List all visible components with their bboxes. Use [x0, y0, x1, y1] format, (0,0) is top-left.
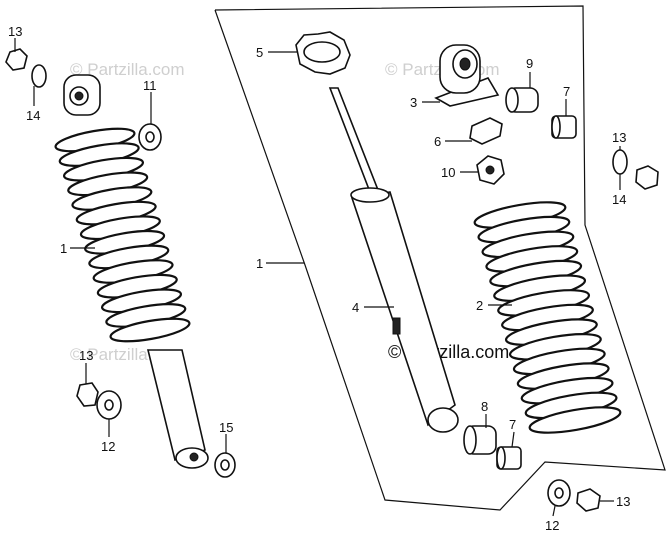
spring-stopper-5: [295, 31, 351, 75]
damper-body-4: [350, 191, 456, 427]
bushing-9: [505, 87, 539, 113]
washer-15-hole: [220, 459, 230, 471]
washer-14-top-left: [31, 64, 47, 88]
label-10: 10: [441, 165, 455, 180]
label-7-top: 7: [563, 84, 570, 99]
nut-13-top-left: [5, 48, 28, 71]
washer-14-right: [612, 149, 628, 175]
assembled-shock: [54, 74, 209, 469]
upper-joint-3: [434, 44, 500, 107]
damper-bottom-eye: [427, 407, 459, 433]
label-13-top-left: 13: [8, 24, 22, 39]
washer-12-bottom-hole: [554, 487, 564, 499]
washer-11-hole: [145, 131, 155, 143]
label-13-mid-left: 13: [79, 348, 93, 363]
nut-13-mid-left: [76, 382, 99, 407]
damper-top-cap: [350, 187, 390, 203]
spring-coil: [109, 317, 191, 343]
label-4: 4: [352, 300, 359, 315]
label-14-top-left: 14: [26, 108, 40, 123]
label-15: 15: [219, 420, 233, 435]
label-12-mid-left: 12: [101, 439, 115, 454]
collar-7-bottom: [496, 446, 522, 470]
assembly-frame: [214, 5, 666, 511]
label-14-right: 14: [612, 192, 626, 207]
label-13-right: 13: [612, 130, 626, 145]
label-1-left: 1: [60, 241, 67, 256]
nut-13-right: [635, 165, 659, 190]
leader-lines: [14, 38, 621, 517]
label-3: 3: [410, 95, 417, 110]
spring-coil: [528, 406, 622, 434]
label-1-frame: 1: [256, 256, 263, 271]
label-2: 2: [476, 298, 483, 313]
damper-rod: [328, 87, 380, 193]
stopper-rubber-6: [469, 117, 503, 145]
label-5: 5: [256, 45, 263, 60]
label-13-bottom: 13: [616, 494, 630, 509]
label-12-bottom: 12: [545, 518, 559, 533]
collar-7-top: [551, 115, 577, 139]
callout-labels: 13 14 11 1 13 12 15 5 1 4 3 9 7 6 10 13 …: [8, 24, 630, 533]
shock-spring-2: [473, 201, 622, 434]
left-shock-spring: [54, 127, 191, 343]
damper-side-tab: [392, 317, 401, 335]
label-6: 6: [434, 134, 441, 149]
watermark-top-left: © Partzilla.com: [70, 60, 185, 79]
label-9: 9: [526, 56, 533, 71]
label-11: 11: [143, 78, 157, 93]
label-8: 8: [481, 399, 488, 414]
nut-13-bottom: [576, 488, 601, 512]
label-7-bottom: 7: [509, 417, 516, 432]
bushing-8: [463, 425, 497, 455]
washer-12-mid-left-hole: [104, 399, 114, 411]
